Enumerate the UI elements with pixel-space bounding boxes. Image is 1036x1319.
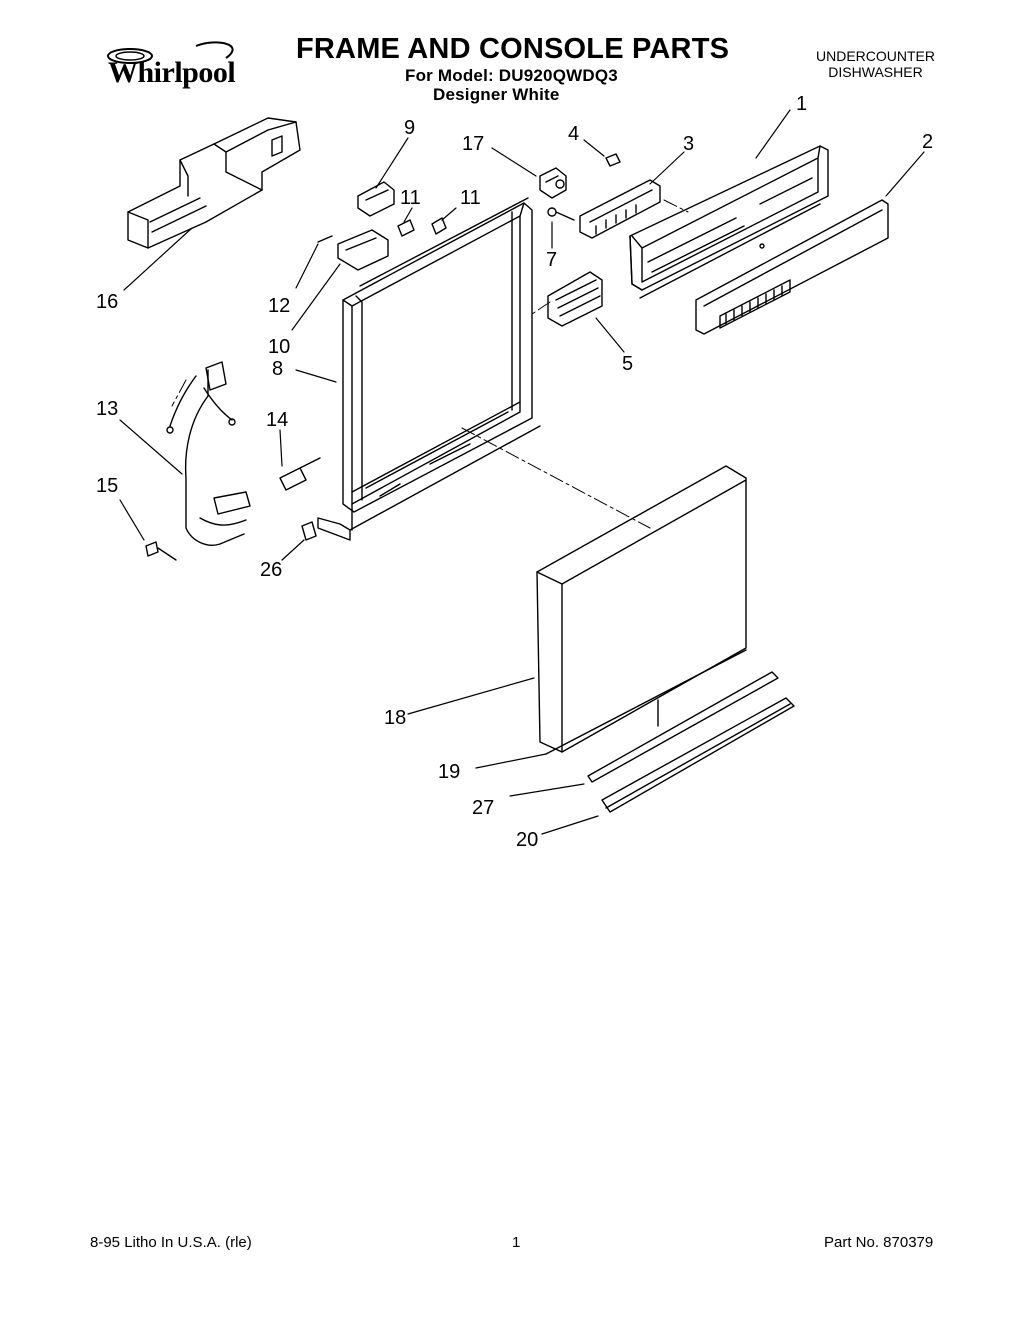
whirlpool-logo <box>107 41 234 64</box>
part-9-latch <box>357 181 395 217</box>
callout-5: 5 <box>622 353 633 375</box>
callout-leaders <box>119 109 925 835</box>
page-title: FRAME AND CONSOLE PARTS <box>296 33 730 65</box>
callout-17: 17 <box>462 133 484 155</box>
model-number: For Model: DU920QWDQ3 <box>405 66 618 85</box>
callout-13: 13 <box>96 398 118 420</box>
part-number: Part No. 870379 <box>824 1234 934 1251</box>
print-info: 8-95 Litho In U.S.A. (rle) <box>90 1234 252 1251</box>
callout-2: 2 <box>922 131 933 153</box>
callout-7: 7 <box>546 249 557 271</box>
part-18-door-panel <box>536 465 747 753</box>
part-13-harness <box>166 361 251 546</box>
part-14-connector <box>279 457 321 491</box>
part-3-control-board <box>579 179 661 239</box>
callout-18: 18 <box>384 707 406 729</box>
product-type: UNDERCOUNTER DISHWASHER <box>816 48 935 80</box>
part-20-kickplate <box>601 697 795 813</box>
part-4-knob <box>605 153 621 167</box>
callout-27: 27 <box>472 797 494 819</box>
page-number: 1 <box>512 1234 521 1251</box>
part-12-pin <box>317 235 333 243</box>
callout-19: 19 <box>438 761 460 783</box>
part-16-housing <box>127 117 301 249</box>
callout-14: 14 <box>266 409 288 431</box>
part-7-screw <box>547 207 575 221</box>
callout-10: 10 <box>268 336 290 358</box>
part-2-trim <box>695 199 889 335</box>
brand-wordmark: Whirlpool <box>108 56 236 89</box>
part-17-switch <box>539 167 567 199</box>
part-8-frame <box>317 197 541 541</box>
part-1-console <box>629 145 829 299</box>
part-11-clip-b <box>431 217 447 235</box>
callout-3: 3 <box>683 133 694 155</box>
callout-4: 4 <box>568 123 579 145</box>
assembly-guide-lines <box>171 199 689 529</box>
callout-15: 15 <box>96 475 118 497</box>
callout-1: 1 <box>796 93 807 115</box>
callout-20: 20 <box>516 829 538 851</box>
part-19-trim <box>545 649 747 755</box>
finish-color: Designer White <box>433 85 560 104</box>
callout-26: 26 <box>260 559 282 581</box>
part-26-clip <box>301 521 317 541</box>
callout-11b: 11 <box>460 187 481 209</box>
callout-8: 8 <box>272 358 283 380</box>
product-type-line1: UNDERCOUNTER <box>816 48 935 64</box>
part-5-switch-block <box>547 271 603 327</box>
part-10-bracket <box>337 229 389 271</box>
callout-12: 12 <box>268 295 290 317</box>
callout-11a: 11 <box>400 187 421 209</box>
product-type-line2: DISHWASHER <box>828 64 923 80</box>
part-11-clip-a <box>397 219 415 237</box>
part-15-screw <box>145 541 177 561</box>
part-27-strip <box>587 671 779 783</box>
callout-9: 9 <box>404 117 415 139</box>
callout-16: 16 <box>96 291 118 313</box>
